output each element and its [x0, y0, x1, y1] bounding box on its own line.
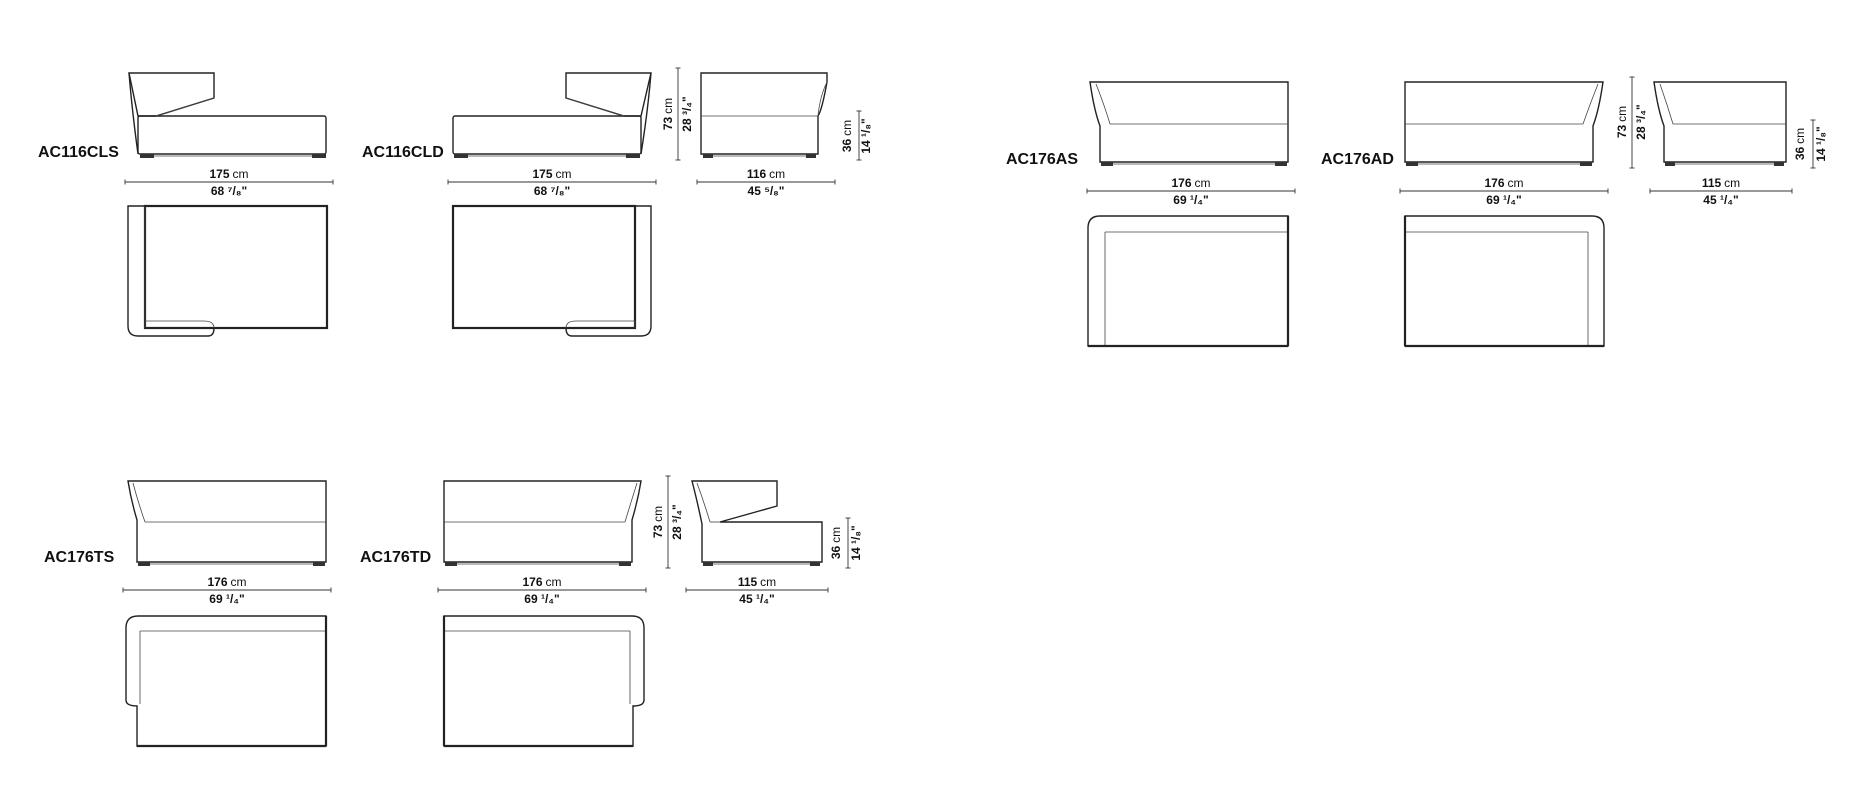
width-inch-label: 45 ¹/₄"	[1703, 193, 1738, 207]
side-elevation-drawing	[1653, 81, 1787, 166]
front-elevation-drawing	[452, 72, 652, 158]
width-inch-label: 69 ¹/₄"	[1173, 193, 1208, 207]
height-cm-label: 73cm	[1615, 106, 1629, 138]
side-elevation-drawing	[700, 72, 828, 158]
height-cm-label: 36cm	[840, 120, 854, 152]
height-cm-label: 36cm	[1793, 128, 1807, 160]
plan-view-drawing	[442, 615, 645, 748]
height-dimension: 36cm 14 ¹/₈"	[829, 517, 863, 569]
height-dimension: 36cm 14 ¹/₈"	[840, 110, 873, 161]
height-cm-label: 36cm	[829, 527, 843, 559]
height-dimension: 73cm 28 ³/₄"	[661, 67, 694, 161]
width-inch-label: 68 ⁷/₈"	[534, 184, 570, 198]
width-inch-label: 68 ⁷/₈"	[211, 184, 247, 198]
height-cm-label: 73cm	[661, 98, 675, 130]
height-dimension: 73cm 28 ³/₄"	[1615, 76, 1648, 169]
module-code-label: AC116CLS	[38, 144, 119, 161]
plan-view-drawing	[127, 204, 329, 337]
height-inch-label: 14 ¹/₈"	[849, 525, 863, 560]
front-elevation-drawing	[127, 480, 327, 566]
module-code-label: AC176TS	[44, 549, 115, 566]
side-elevation-drawing	[691, 480, 823, 566]
plan-view-drawing	[125, 615, 328, 748]
height-inch-label: 14 ¹/₈"	[859, 118, 873, 153]
height-inch-label: 28 ³/₄"	[680, 96, 694, 131]
module-code-label: AC116CLD	[362, 144, 444, 161]
width-inch-label: 45 ⁵/₈"	[748, 184, 785, 198]
height-dimension: 36cm 14 ¹/₈"	[1793, 119, 1828, 169]
height-inch-label: 14 ¹/₈"	[1814, 126, 1828, 161]
height-cm-label: 73cm	[651, 506, 665, 538]
module-code-label: AC176AD	[1321, 151, 1394, 168]
width-inch-label: 69 ¹/₄"	[1486, 193, 1521, 207]
front-elevation-drawing	[128, 72, 327, 158]
height-inch-label: 28 ³/₄"	[1634, 104, 1648, 139]
width-inch-label: 69 ¹/₄"	[524, 592, 559, 606]
height-inch-label: 28 ³/₄"	[670, 504, 684, 539]
front-elevation-drawing	[1404, 81, 1604, 166]
plan-view-drawing	[451, 204, 652, 337]
width-inch-label: 69 ¹/₄"	[209, 592, 244, 606]
width-inch-label: 45 ¹/₄"	[739, 592, 774, 606]
front-elevation-drawing	[1089, 81, 1289, 166]
module-code-label: AC176AS	[1006, 151, 1078, 168]
front-elevation-drawing	[443, 480, 642, 566]
plan-view-drawing	[1087, 215, 1290, 348]
module-code-label: AC176TD	[360, 549, 431, 566]
height-dimension: 73cm 28 ³/₄"	[651, 475, 684, 569]
plan-view-drawing	[1403, 215, 1605, 348]
